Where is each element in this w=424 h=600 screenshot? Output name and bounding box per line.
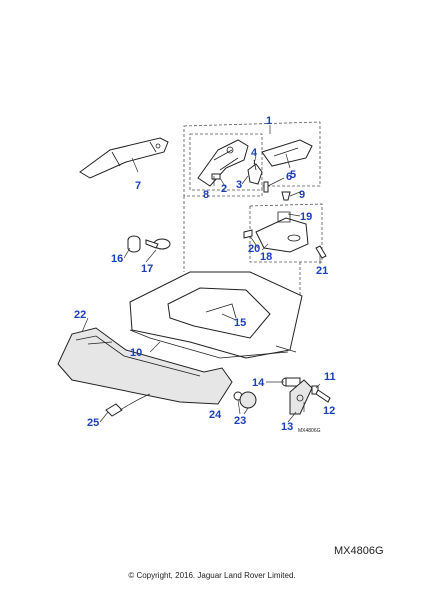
callout-11: 11 — [324, 371, 336, 383]
callout-22: 22 — [74, 309, 86, 321]
drawing-code-small: MX4806G — [298, 428, 321, 434]
stud-part-14 — [281, 377, 301, 387]
bolt-part-11 — [315, 389, 331, 403]
soft-top-part-10-15 — [129, 271, 303, 359]
callout-16: 16 — [111, 253, 123, 265]
callout-20: 20 — [248, 243, 260, 255]
assembly-link-line — [183, 196, 301, 300]
copyright-notice: © Copyright, 2016. Jaguar Land Rover Lim… — [128, 571, 296, 580]
callout-1: 1 — [266, 115, 272, 127]
bracket-part-7 — [79, 137, 169, 179]
callout-19: 19 — [300, 211, 312, 223]
screw-part-9 — [281, 191, 291, 201]
callout-3: 3 — [236, 179, 242, 191]
callout-6: 6 — [286, 171, 292, 183]
callout-4: 4 — [251, 147, 258, 159]
callout-7: 7 — [135, 180, 141, 192]
callout-9: 9 — [299, 189, 305, 201]
screw-part-6 — [263, 181, 269, 193]
callout-14: 14 — [252, 377, 265, 389]
plate-part-13 — [289, 379, 313, 415]
callout-5: 5 — [290, 169, 296, 181]
assembly-18-outline — [249, 203, 323, 263]
screw-part-21 — [315, 245, 327, 259]
drawing-code: MX4806G — [334, 545, 384, 557]
bolt-part-17 — [145, 238, 171, 250]
callout-23: 23 — [234, 415, 246, 427]
catch-part-18-19 — [255, 211, 309, 253]
callout-15: 15 — [234, 317, 246, 329]
callout-21: 21 — [316, 265, 328, 277]
callout-2: 2 — [221, 183, 227, 195]
handle-part-5 — [261, 139, 313, 167]
latch-part-3-4 — [247, 159, 263, 185]
bushing-part-16 — [127, 235, 141, 253]
callout-12: 12 — [323, 405, 335, 417]
leader-lines — [81, 125, 321, 423]
callout-8: 8 — [203, 189, 209, 201]
assembly-1-inner-outline — [189, 133, 263, 191]
callout-13: 13 — [281, 421, 293, 433]
callout-24: 24 — [209, 409, 222, 421]
callout-25: 25 — [87, 417, 99, 429]
callout-10: 10 — [130, 347, 142, 359]
callout-18: 18 — [260, 251, 272, 263]
knob-part-23 — [239, 391, 257, 409]
clip-part-25 — [105, 393, 151, 417]
hinge-mechanism-part-2 — [197, 139, 249, 187]
callout-17: 17 — [141, 263, 153, 275]
cover-part-22 — [57, 327, 233, 405]
